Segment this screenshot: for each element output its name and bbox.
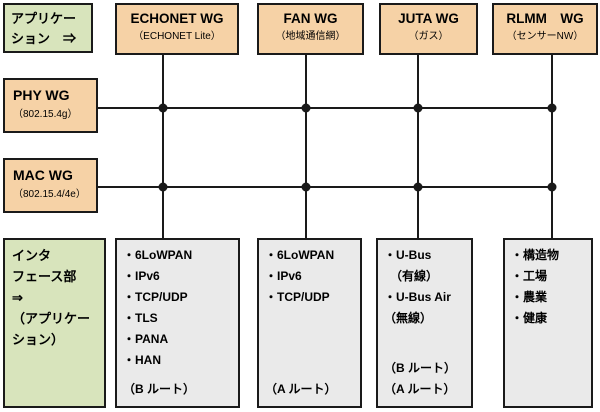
route-label: （B ルート） bbox=[384, 361, 457, 375]
route-label: （A ルート） bbox=[384, 382, 456, 396]
stack-item: ・農業 bbox=[511, 290, 548, 304]
fan-protocol-stack-box: ・6LoWPAN ・IPv6 ・TCP/UDP （A ルート） bbox=[257, 238, 362, 408]
phy-wg-box: PHY WG （802.15.4g） bbox=[3, 78, 98, 133]
wg-subtitle: （802.15.4/4e） bbox=[13, 189, 86, 200]
junction-dot bbox=[301, 182, 311, 192]
wg-subtitle: （地域通信網） bbox=[275, 31, 346, 42]
stack-item: ・TLS bbox=[123, 311, 158, 325]
fan-wg-box: FAN WG （地域通信網） bbox=[257, 3, 364, 55]
rlmm-application-fields-box: ・構造物 ・工場 ・農業 ・健康 bbox=[503, 238, 593, 408]
echonet-wg-box: ECHONET WG （ECHONET Lite） bbox=[115, 3, 239, 55]
application-label-line: ション ⇒ bbox=[11, 31, 77, 46]
stack-item: ・U-Bus bbox=[384, 248, 432, 262]
mac-wg-box: MAC WG （802.15.4/4e） bbox=[3, 158, 98, 213]
junction-dot bbox=[547, 182, 557, 192]
junction-dot bbox=[413, 103, 423, 113]
wg-title: FAN WG bbox=[283, 11, 338, 26]
interface-label-line: ⇒ bbox=[12, 290, 23, 305]
stack-item: ・IPv6 bbox=[123, 269, 160, 283]
stack-item: ・U-Bus Air bbox=[384, 290, 451, 304]
stack-item: ・構造物 bbox=[511, 248, 560, 262]
stack-item: ・IPv6 bbox=[265, 269, 302, 283]
stack-item: ・6LoWPAN bbox=[123, 248, 193, 262]
stack-item: ・HAN bbox=[123, 353, 161, 367]
juta-wg-box: JUTA WG （ガス） bbox=[379, 3, 478, 55]
wg-title: JUTA WG bbox=[398, 11, 459, 26]
stack-item: ・工場 bbox=[511, 269, 548, 283]
stack-item: ・TCP/UDP bbox=[123, 290, 188, 304]
stack-item: ・健康 bbox=[511, 311, 548, 325]
wg-title: PHY WG bbox=[13, 87, 70, 103]
interface-label-line: インタ bbox=[12, 248, 52, 263]
junction-dot bbox=[158, 182, 168, 192]
application-arrow-label-box: アプリケー ション ⇒ bbox=[3, 3, 93, 53]
junction-dot bbox=[301, 103, 311, 113]
juta-protocol-stack-box: ・U-Bus （有線） ・U-Bus Air （無線） （B ルート） （A ル… bbox=[376, 238, 473, 408]
stack-item: ・TCP/UDP bbox=[265, 290, 330, 304]
stack-item: （無線） bbox=[384, 311, 433, 325]
echonet-protocol-stack-box: ・6LoWPAN ・IPv6 ・TCP/UDP ・TLS ・PANA ・HAN … bbox=[115, 238, 240, 408]
rlmm-wg-box: RLMM WG （センサーNW） bbox=[492, 3, 598, 55]
stack-item: （有線） bbox=[384, 269, 439, 283]
wg-title: ECHONET WG bbox=[130, 11, 224, 26]
wg-title: MAC WG bbox=[13, 167, 73, 183]
junction-dot bbox=[158, 103, 168, 113]
interface-label-line: ション） bbox=[12, 332, 65, 347]
interface-label-line: （アプリケー bbox=[12, 311, 91, 326]
wg-subtitle: （802.15.4g） bbox=[13, 109, 78, 120]
route-label: （B ルート） bbox=[123, 382, 196, 396]
application-label-line: アプリケー bbox=[11, 11, 77, 26]
wg-subtitle: （ガス） bbox=[408, 31, 449, 42]
interface-label-line: フェース部 bbox=[12, 269, 77, 284]
wg-subtitle: （センサーNW） bbox=[506, 31, 584, 42]
stack-item: ・6LoWPAN bbox=[265, 248, 335, 262]
junction-dot bbox=[413, 182, 423, 192]
route-label: （A ルート） bbox=[265, 382, 337, 396]
interface-section-label-box: インタ フェース部 ⇒ （アプリケー ション） bbox=[3, 238, 106, 408]
wg-subtitle: （ECHONET Lite） bbox=[133, 31, 221, 42]
wg-title: RLMM WG bbox=[506, 11, 584, 26]
junction-dot bbox=[547, 103, 557, 113]
stack-item: ・PANA bbox=[123, 332, 169, 346]
